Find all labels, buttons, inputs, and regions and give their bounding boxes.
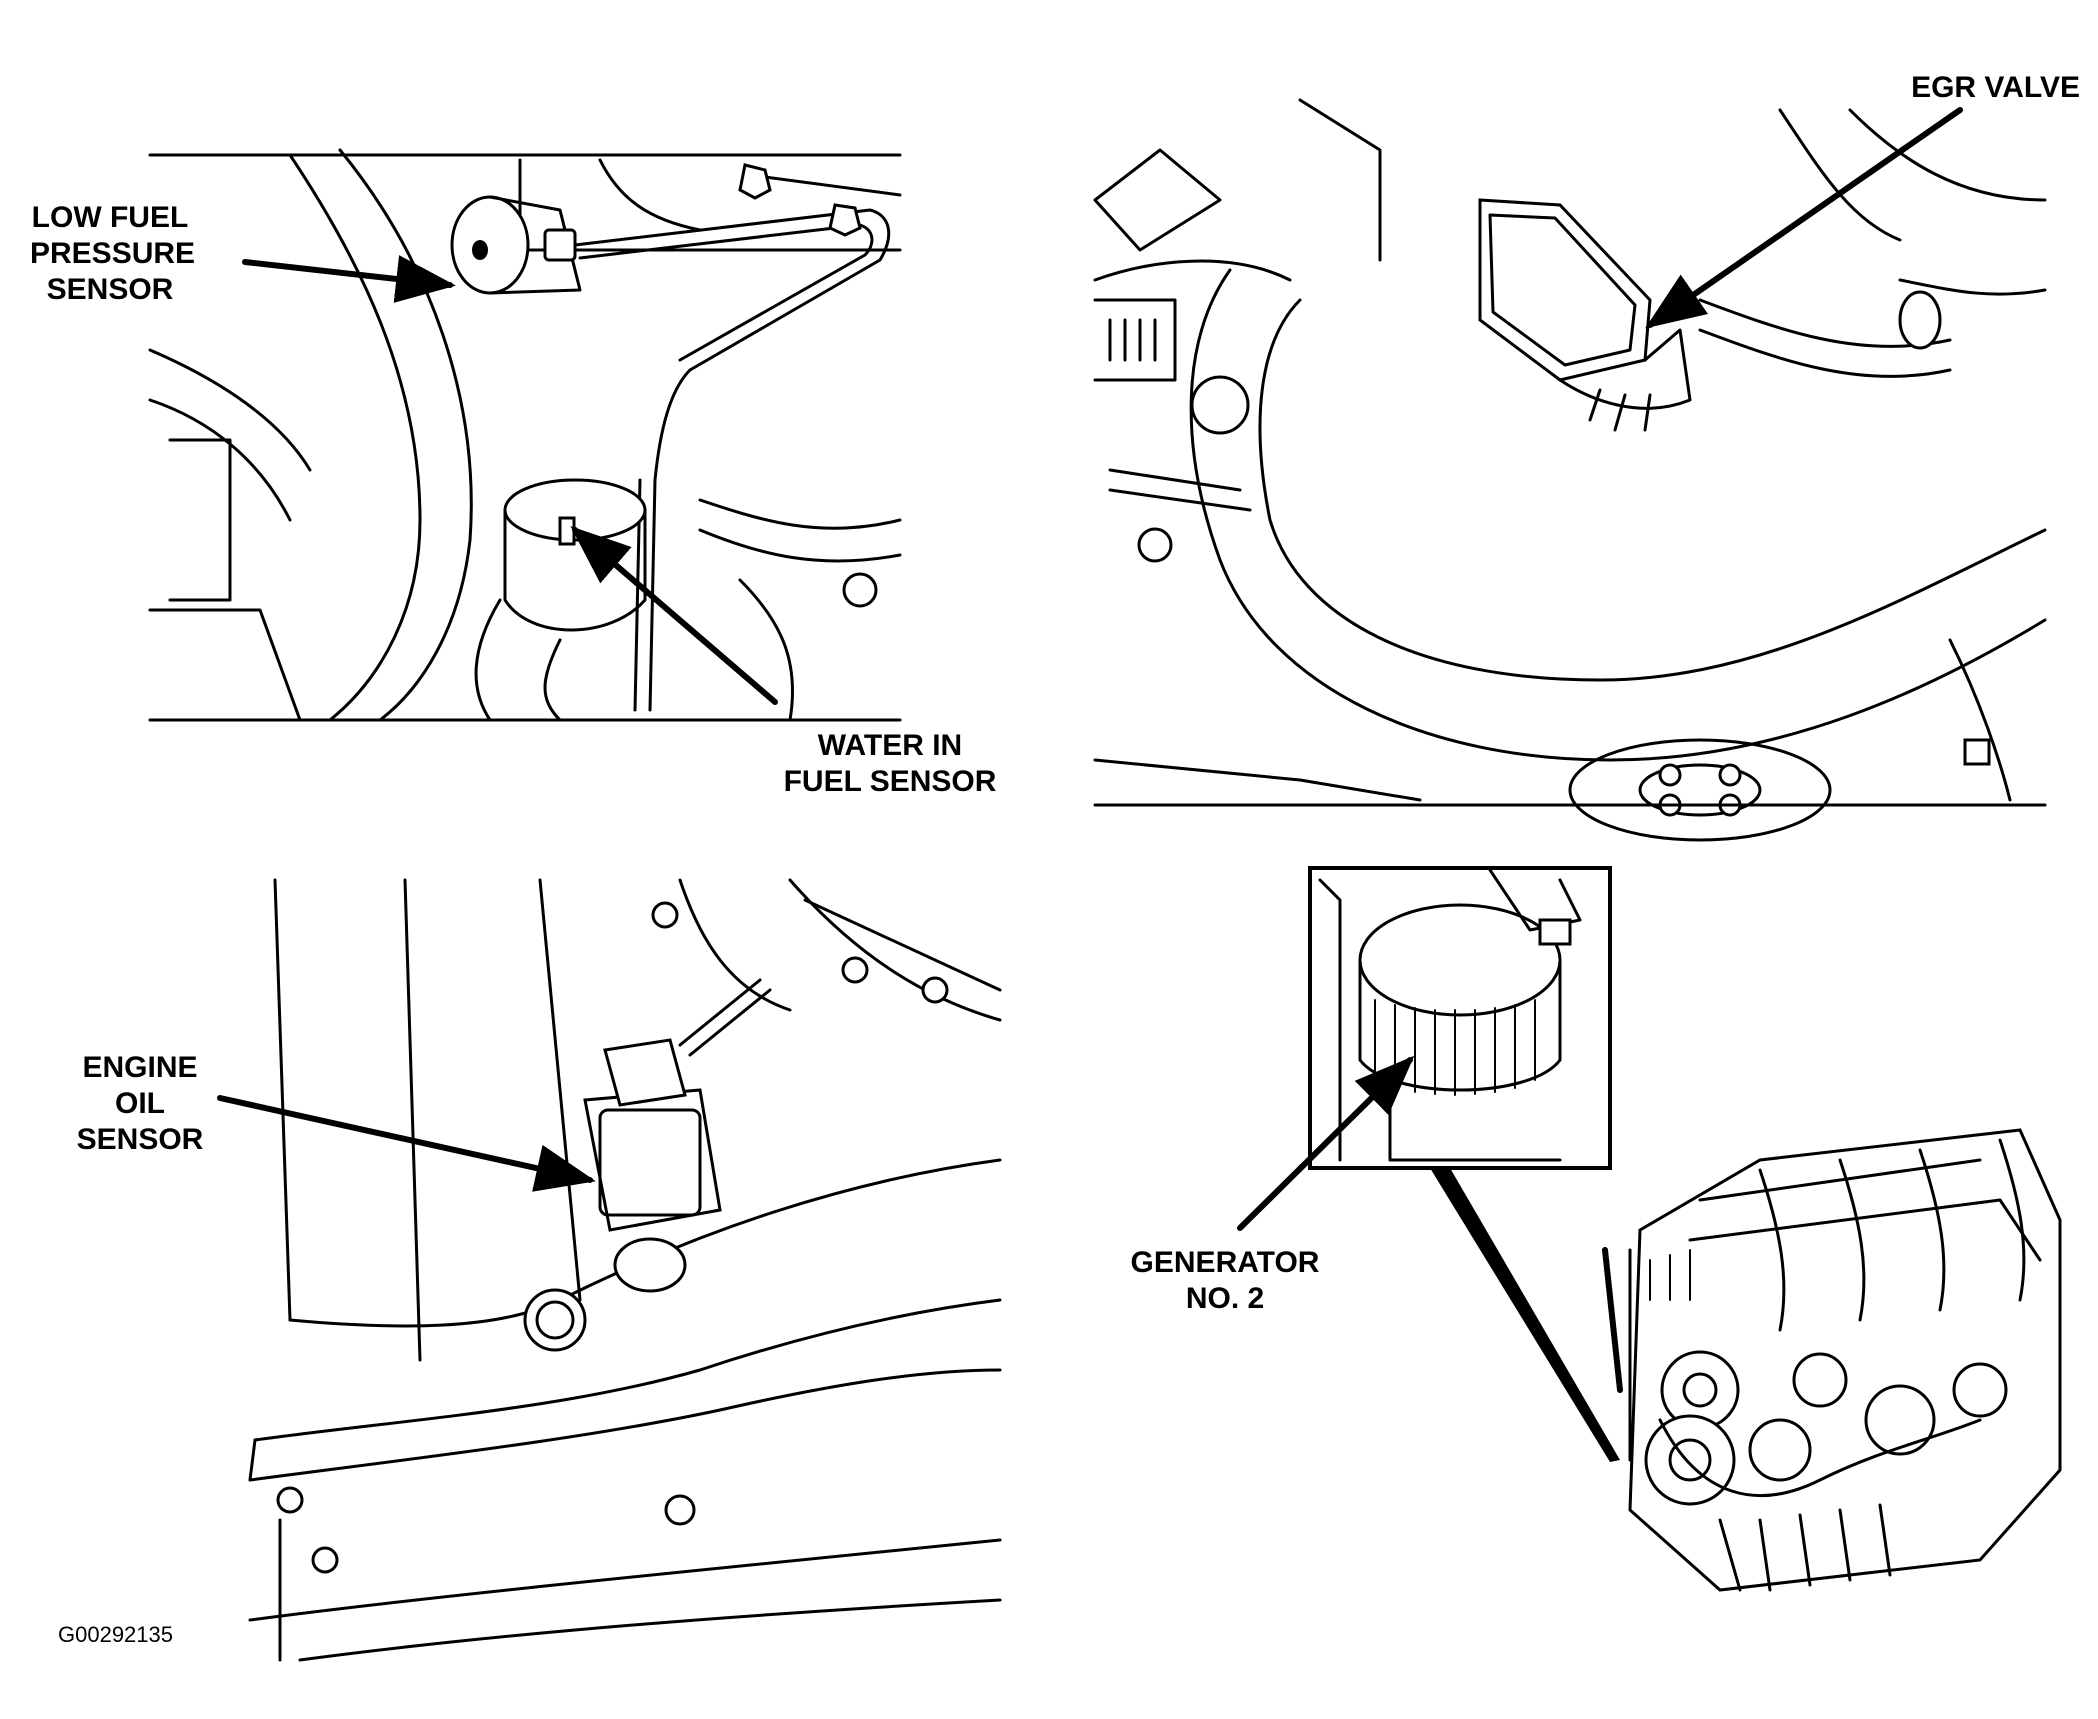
engine-oil-sensor-label: ENGINE OIL SENSOR	[60, 1050, 220, 1158]
fuel-sensor-illustration	[148, 148, 902, 722]
generator-line-1: GENERATOR	[1130, 1246, 1320, 1279]
engine-overview-illustration	[1602, 1128, 2062, 1592]
egr-valve-arrow	[1645, 107, 1963, 329]
egr-valve-line-1: EGR VALVE	[1911, 71, 2080, 104]
low-fuel-pressure-sensor-line-1: LOW FUEL	[31, 201, 189, 234]
water-in-fuel-sensor-arrow	[570, 526, 778, 705]
figure-id: G00292135	[58, 1622, 173, 1647]
egr-valve-label: EGR VALVE	[1860, 70, 2080, 106]
engine-oil-sensor-line-2: OIL	[115, 1087, 165, 1120]
low-fuel-pressure-sensor-label: LOW FUEL PRESSURE SENSOR	[30, 200, 196, 308]
water-in-fuel-sensor-line-2: FUEL SENSOR	[783, 765, 997, 798]
engine-oil-sensor-line-1: ENGINE	[82, 1051, 198, 1084]
engine-oil-sensor-line-3: SENSOR	[76, 1123, 204, 1156]
water-in-fuel-sensor-line-1: WATER IN	[817, 729, 963, 762]
generator-illustration	[1308, 866, 1620, 1462]
callout-arrows	[217, 107, 1963, 1231]
engine-oil-sensor-arrow	[217, 1095, 596, 1192]
generator-arrow	[1237, 1055, 1415, 1231]
low-fuel-pressure-sensor-line-3: SENSOR	[46, 273, 174, 306]
water-in-fuel-sensor-label: WATER IN FUEL SENSOR	[770, 728, 1010, 800]
generator-line-2: NO. 2	[1185, 1282, 1265, 1315]
low-fuel-pressure-sensor-arrow	[242, 255, 456, 303]
generator-label: GENERATOR NO. 2	[1115, 1245, 1335, 1317]
engine-oil-sensor-illustration	[248, 878, 1002, 1662]
egr-valve-illustration	[1093, 98, 2047, 842]
low-fuel-pressure-sensor-line-2: PRESSURE	[30, 237, 196, 270]
